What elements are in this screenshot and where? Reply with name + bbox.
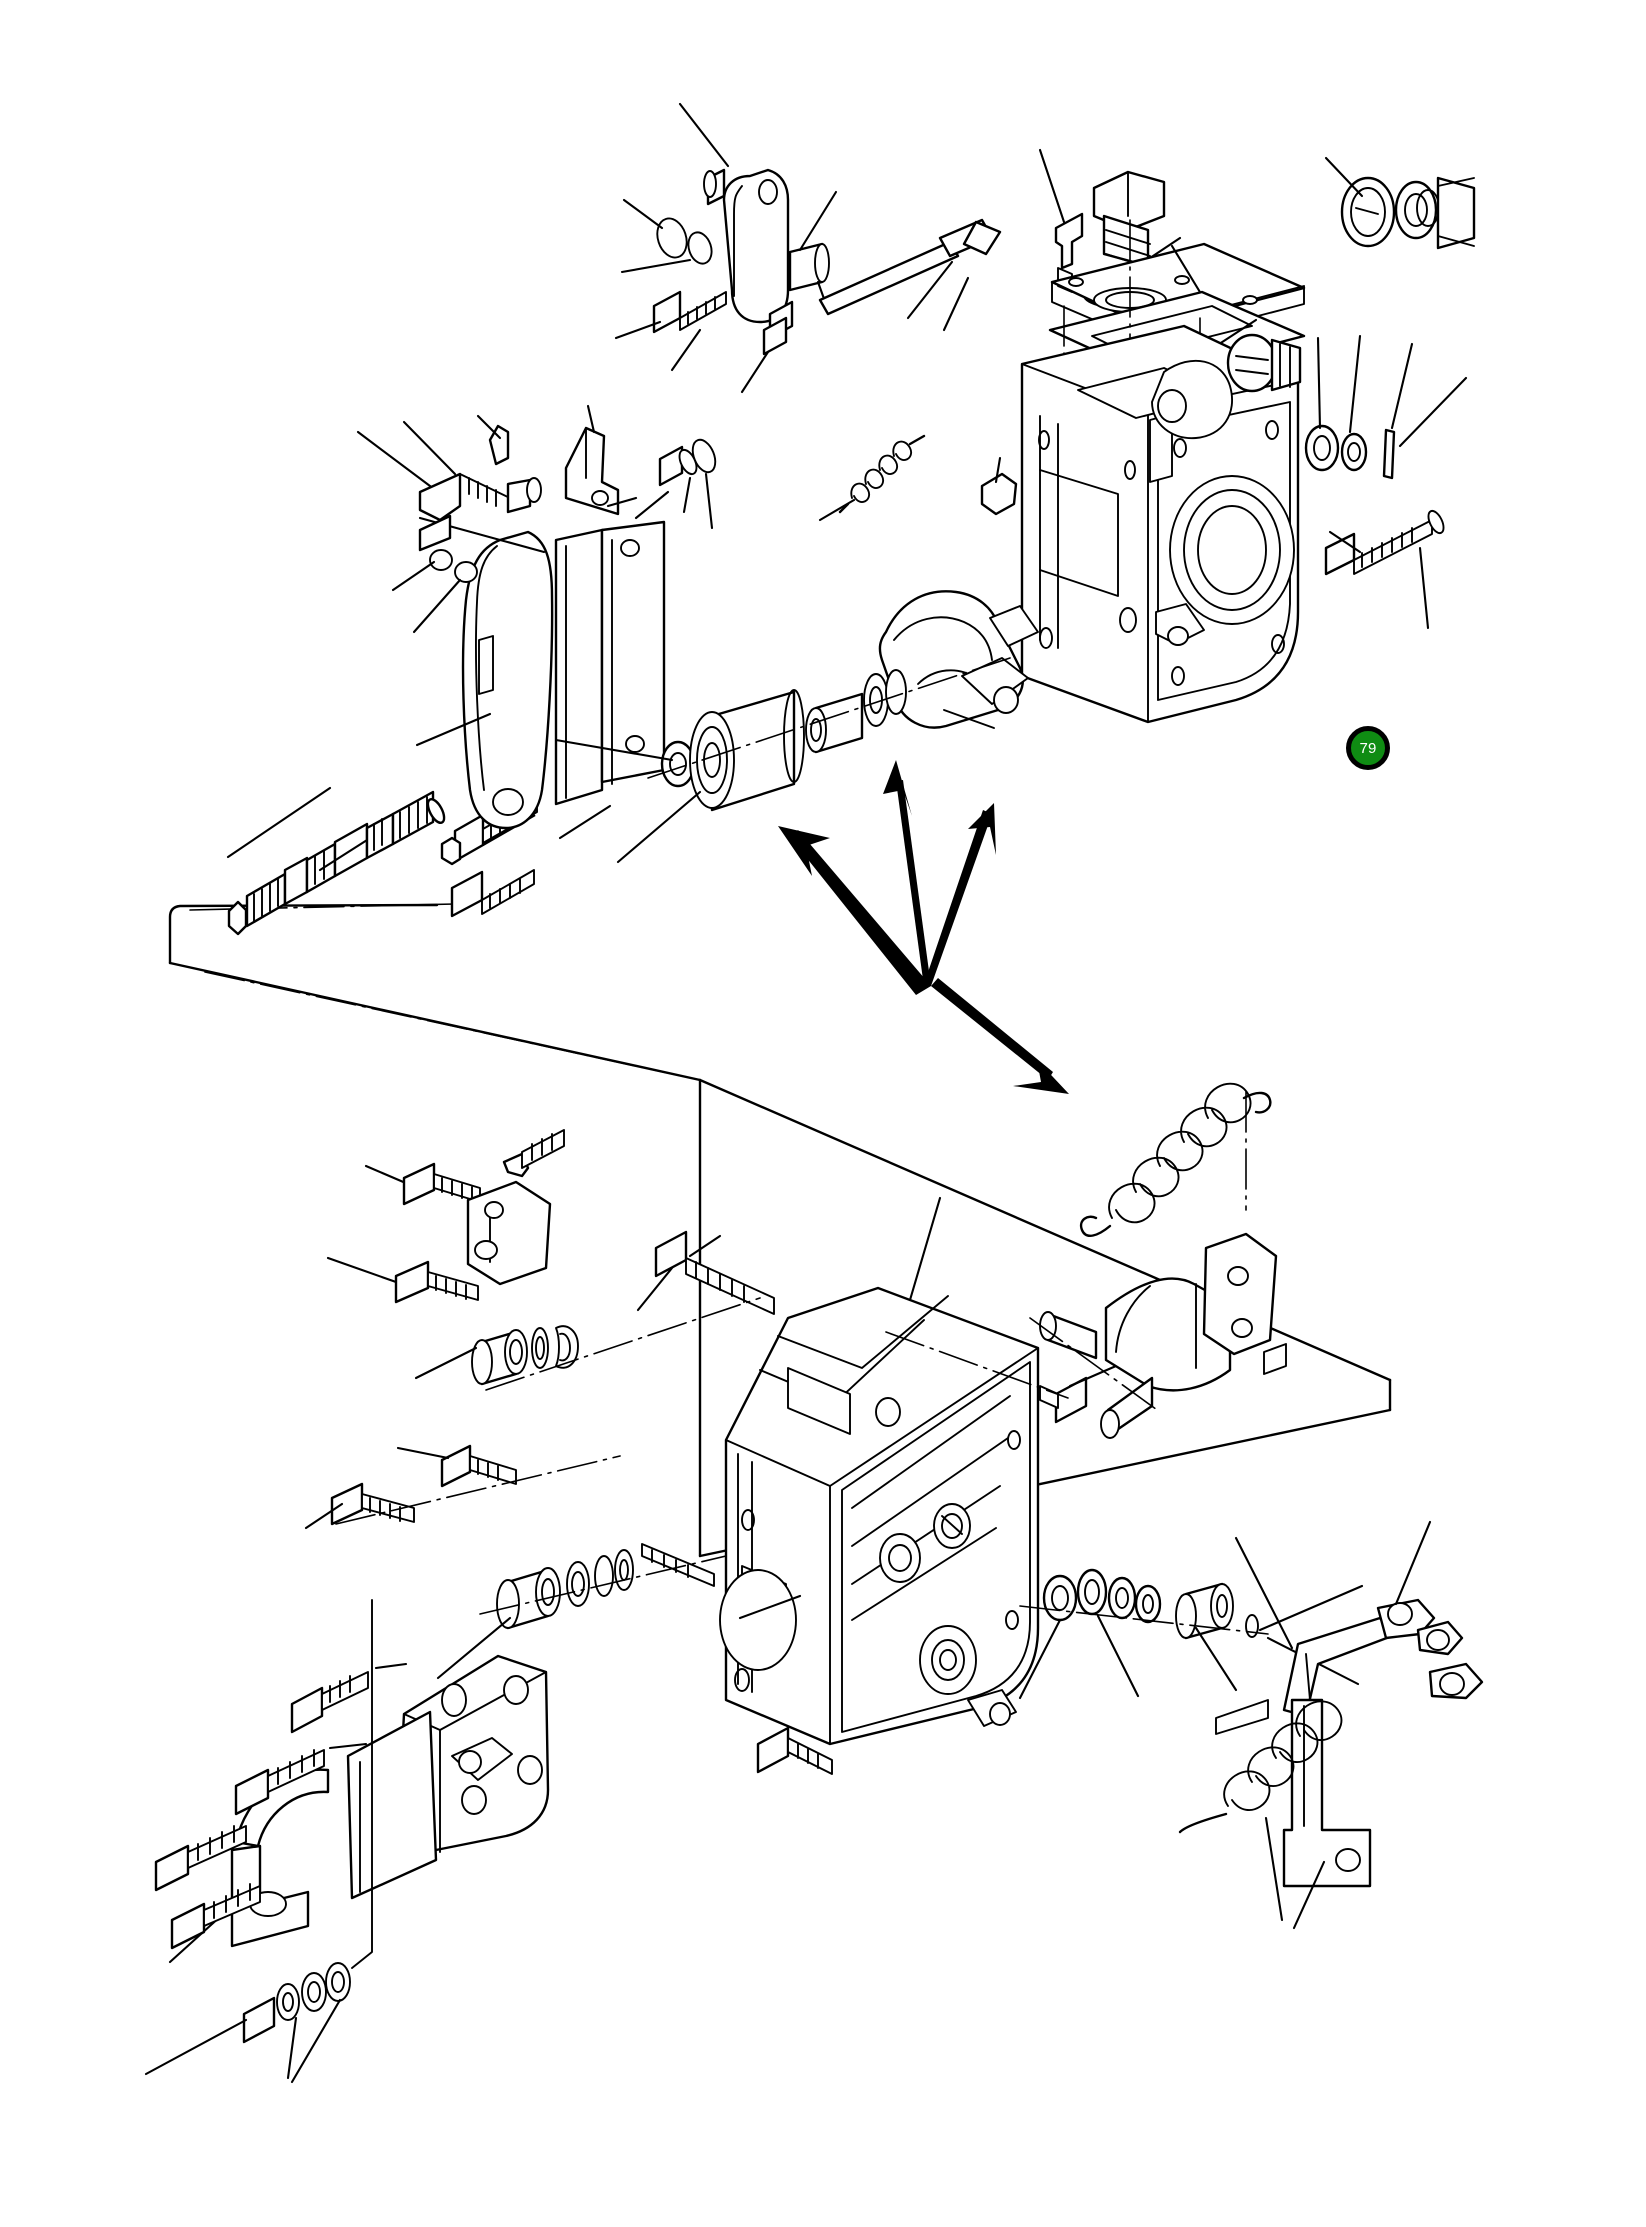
part-governor-sleeve-stack bbox=[554, 657, 1011, 864]
callout-badge-label: 79 bbox=[1359, 739, 1377, 757]
part-cross-shaft-lever bbox=[1029, 1232, 1287, 1439]
part-swing-lever-left bbox=[391, 530, 554, 830]
part-upper-flat-lever bbox=[620, 102, 838, 324]
part-right-nut-group bbox=[1304, 334, 1468, 480]
part-bottom-bolt-washers bbox=[144, 1599, 373, 2084]
part-upper-left-linkage bbox=[356, 404, 638, 552]
part-coil-spring-bottom-right bbox=[1178, 1700, 1343, 1922]
part-flange-bolts bbox=[154, 1662, 408, 1950]
part-coil-spring-lower-right bbox=[1079, 1082, 1272, 1237]
upper-mounting-plate-edge bbox=[168, 903, 702, 1082]
part-nut-washer-cluster-upper bbox=[634, 438, 717, 530]
lower-assembly bbox=[144, 1078, 1484, 2084]
part-housing-right-bolt bbox=[885, 1331, 1118, 1424]
part-slotted-screw-right bbox=[1226, 333, 1302, 393]
part-governor-housing-upper bbox=[1020, 324, 1300, 724]
part-lower-midleft-bolt bbox=[304, 1444, 621, 1530]
part-lower-long-stud bbox=[636, 1230, 775, 1315]
part-top-right-nut-washer bbox=[1324, 156, 1476, 250]
part-idle-adjust-screw-stack bbox=[226, 786, 446, 936]
part-rack-stack-right bbox=[1018, 1568, 1364, 1700]
part-bolt-cluster-mid bbox=[614, 290, 1018, 522]
part-bushing-snapring-group bbox=[414, 1297, 761, 1391]
part-long-stud-right bbox=[1324, 509, 1445, 630]
part-stop-lever-bellcrank bbox=[1215, 1520, 1484, 1930]
callout-arrow-cluster bbox=[778, 760, 1069, 1094]
part-housing-bottom-bolt bbox=[756, 1726, 833, 1775]
part-speed-control-shaft bbox=[818, 218, 1002, 332]
callout-badge-79[interactable]: 79 bbox=[1346, 726, 1390, 770]
part-lower-left-bolts-upper bbox=[450, 869, 535, 918]
part-flyweight-carrier bbox=[878, 590, 1039, 729]
part-governor-housing-lower bbox=[719, 1196, 1040, 1746]
part-lower-top-left-bolts bbox=[326, 1129, 565, 1304]
part-rack-stack-left bbox=[436, 1543, 761, 1680]
upper-assembly bbox=[168, 102, 1476, 1082]
